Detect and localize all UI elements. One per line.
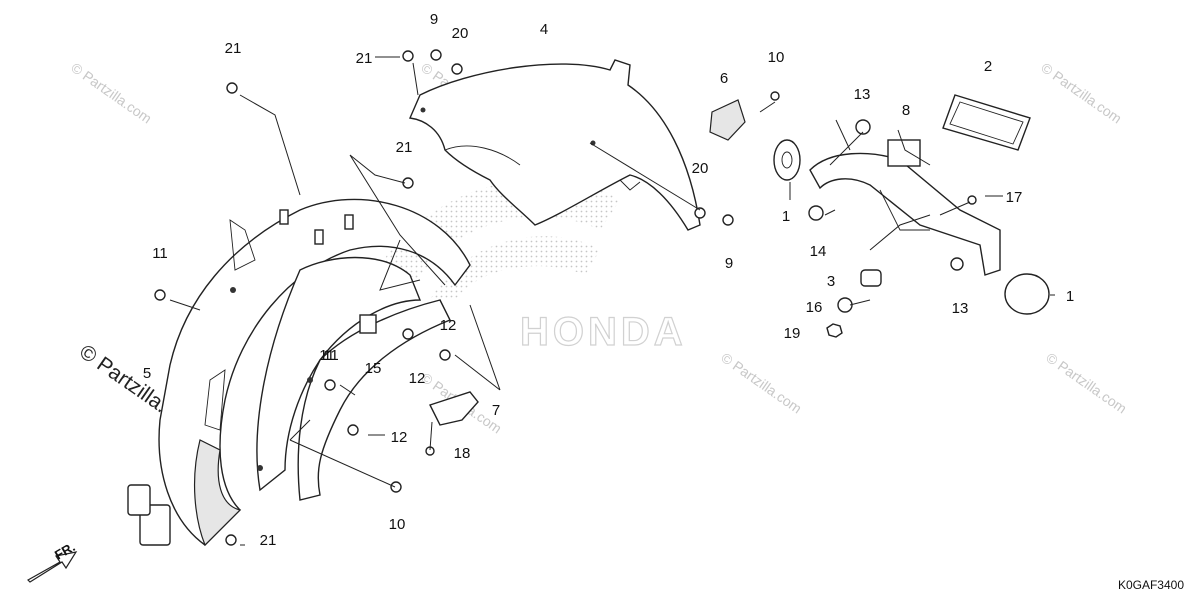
part-callout-17: 17 (1006, 189, 1023, 206)
watermark-text: © Partzilla.com (1043, 349, 1129, 416)
part-callout-11: 11 (319, 347, 335, 364)
part-callout-20: 20 (692, 160, 709, 177)
part-callout-16: 16 (806, 299, 823, 316)
part-callout-12: 12 (391, 429, 408, 446)
part-callout-12: 12 (409, 370, 426, 387)
part-callout-5: 5 (143, 365, 151, 382)
part-callout-9: 9 (725, 255, 733, 272)
rear-fender (127, 198, 471, 547)
part-callout-19: 19 (784, 325, 801, 342)
part-callout-13: 13 (952, 300, 969, 317)
reflector-right (1004, 273, 1050, 315)
part-callout-4: 4 (540, 21, 548, 38)
part-callout-9: 9 (430, 11, 438, 28)
reflector-plate (942, 94, 1031, 151)
part-callout-3: 3 (827, 273, 835, 290)
part-callout-15: 15 (365, 360, 382, 377)
part-callout-21: 21 (396, 139, 413, 156)
part-callout-2: 2 (984, 58, 992, 75)
license-bracket (809, 139, 1001, 276)
part-callout-6: 6 (720, 70, 728, 87)
part-callout-11: 11 (152, 245, 168, 262)
part-callout-21: 21 (260, 532, 277, 549)
upper-rear-fender (408, 59, 701, 231)
watermark-text: © Partzilla.com (68, 59, 154, 126)
part-callout-21: 21 (225, 40, 242, 57)
part-callout-10: 10 (389, 516, 406, 533)
part-callout-10: 10 (768, 49, 785, 66)
part-callout-20: 20 (452, 25, 469, 42)
part-callout-13: 13 (854, 86, 871, 103)
nut-part-15 (359, 314, 377, 334)
part-callout-21: 21 (356, 50, 373, 67)
clip-part-7 (429, 391, 479, 426)
front-direction-indicator: FR. (27, 539, 78, 583)
part-callout-7: 7 (492, 402, 500, 419)
part-callout-11: 11 (323, 347, 339, 364)
front-label: FR. (52, 539, 78, 562)
cap-part-6 (709, 99, 746, 141)
watermark-brand-text: HONDA (520, 310, 687, 354)
part-callout-1: 1 (782, 208, 790, 225)
reflector-left (773, 139, 801, 181)
watermark-text: © Partzilla.com (718, 349, 804, 416)
part-callout-12: 12 (440, 317, 457, 334)
part-callout-8: 8 (902, 102, 910, 119)
part-callout-18: 18 (454, 445, 471, 462)
leader-lines (169, 56, 1055, 546)
hardware-parts (154, 49, 977, 546)
diagram-code: K0GAF3400 (1117, 578, 1184, 592)
watermark-text: © Partzilla.com (1038, 59, 1124, 126)
part-callout-14: 14 (810, 243, 827, 260)
part-callout-1: 1 (1066, 288, 1074, 305)
